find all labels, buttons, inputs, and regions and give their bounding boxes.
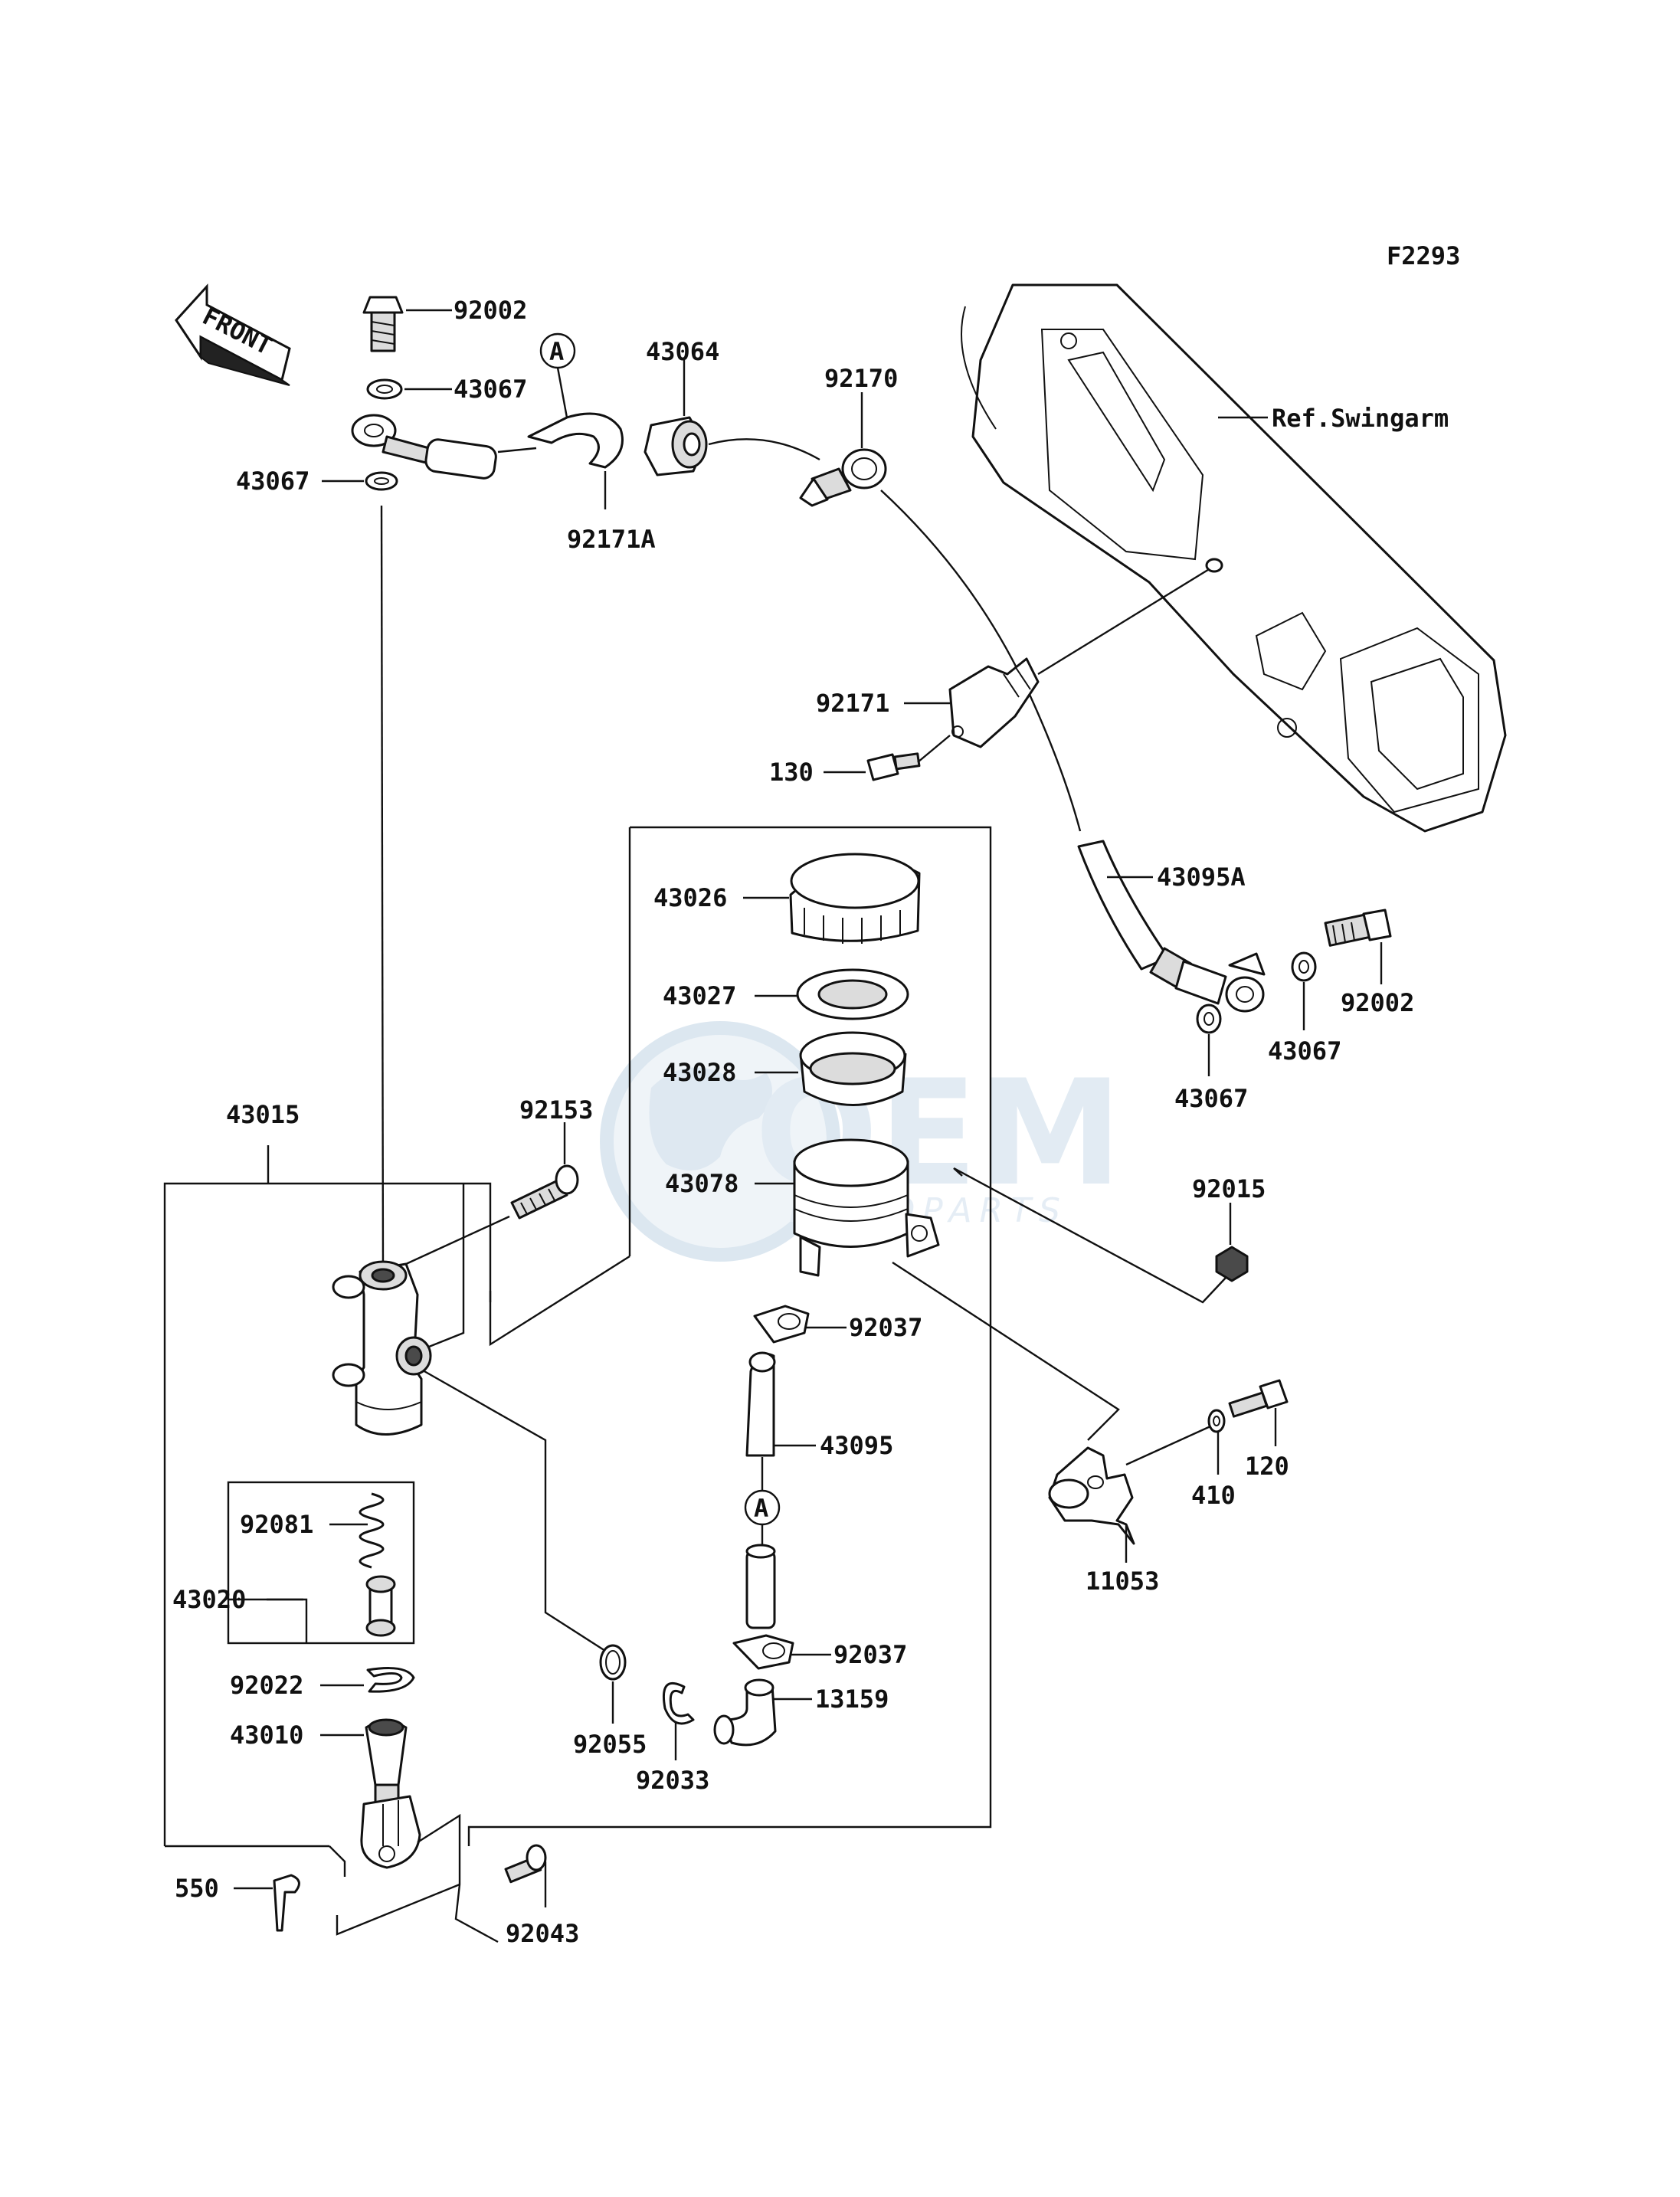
label-92081: 92081	[240, 1510, 313, 1539]
label-43095a: 43095A	[1157, 863, 1246, 892]
washer-43067-top	[366, 378, 403, 400]
banjo-bolt-92002-top	[362, 296, 404, 352]
push-rod-43010	[360, 1718, 421, 1869]
label-43020: 43020	[172, 1585, 246, 1614]
label-43010: 43010	[230, 1721, 303, 1750]
label-92037-bottom: 92037	[833, 1640, 907, 1669]
hose-43095a	[1077, 840, 1266, 1013]
label-43028: 43028	[663, 1058, 736, 1087]
spring-92081	[359, 1492, 385, 1569]
washer-swingarm	[1205, 558, 1223, 573]
hose-43095	[745, 1351, 776, 1457]
washer-43067-left	[365, 471, 398, 491]
bolt-130	[866, 752, 921, 781]
master-cylinder-body	[332, 1260, 432, 1436]
oring-92055	[599, 1644, 627, 1681]
circlip-92033	[662, 1682, 695, 1725]
callout-a-mid-label: A	[754, 1494, 768, 1523]
banjo-fitting-top	[351, 414, 497, 480]
label-92022: 92022	[230, 1671, 303, 1700]
label-92002-right: 92002	[1341, 988, 1414, 1017]
label-43027: 43027	[663, 981, 736, 1010]
cotter-pin-550	[273, 1874, 300, 1932]
piston-43020	[365, 1575, 396, 1637]
label-11053: 11053	[1086, 1567, 1159, 1596]
label-43095: 43095	[820, 1431, 893, 1460]
clamp-92037-top	[753, 1305, 810, 1344]
grommet-43064	[644, 416, 708, 476]
label-120: 120	[1245, 1452, 1289, 1481]
watermark-continents	[649, 1067, 772, 1171]
clamp-92170	[799, 448, 887, 507]
label-43067-top: 43067	[454, 375, 527, 404]
bolt-120	[1228, 1379, 1289, 1418]
bracket-92171	[948, 657, 1040, 748]
front-arrow-icon: FRONT	[175, 283, 291, 386]
diagram-id: F2293	[1387, 241, 1460, 270]
diaphragm-plate-43027	[796, 968, 909, 1020]
washer-43067-right1	[1291, 951, 1317, 982]
label-92055: 92055	[573, 1730, 647, 1759]
circlip-92022	[366, 1667, 415, 1693]
label-43078: 43078	[665, 1169, 738, 1198]
clip-92171a	[527, 412, 624, 469]
label-92033: 92033	[636, 1766, 709, 1795]
label-43026: 43026	[653, 883, 727, 912]
nut-92015	[1215, 1246, 1249, 1282]
washer-43067-right2	[1196, 1004, 1222, 1034]
label-43067-right2: 43067	[1174, 1084, 1248, 1113]
label-43067-right1: 43067	[1268, 1036, 1341, 1066]
label-92171: 92171	[816, 689, 889, 718]
label-92043: 92043	[506, 1919, 579, 1948]
label-92171a: 92171A	[567, 525, 656, 554]
diaphragm-43028	[799, 1031, 907, 1106]
swingarm	[961, 283, 1507, 833]
banjo-bolt-92002-right	[1324, 909, 1392, 947]
piston-kit-box	[227, 1481, 415, 1645]
label-43067-left: 43067	[236, 467, 309, 496]
clamp-92037-bottom	[732, 1634, 794, 1670]
bracket-11053	[1048, 1446, 1135, 1545]
callout-a-top-label: A	[549, 337, 564, 366]
reservoir-group-box	[467, 826, 992, 1846]
label-43064: 43064	[646, 337, 719, 366]
bolt-92153	[510, 1164, 579, 1220]
washer-410	[1207, 1409, 1226, 1433]
ref-swingarm-label: Ref.Swingarm	[1272, 404, 1449, 433]
label-92153: 92153	[519, 1095, 593, 1125]
label-130: 130	[769, 758, 814, 787]
reservoir-43078	[793, 1138, 940, 1277]
clevis-pin-92043	[504, 1844, 547, 1884]
label-550: 550	[175, 1874, 219, 1903]
label-410: 410	[1191, 1481, 1236, 1510]
label-13159: 13159	[815, 1685, 889, 1714]
label-43015: 43015	[226, 1100, 300, 1129]
master-cylinder-group-box	[163, 1182, 492, 1846]
elbow-13159	[713, 1678, 777, 1747]
label-92015: 92015	[1192, 1174, 1266, 1203]
reservoir-cap-43026	[789, 853, 921, 944]
hose-short	[745, 1544, 776, 1629]
label-92037-top: 92037	[849, 1313, 922, 1342]
label-92002-top: 92002	[454, 296, 527, 325]
label-92170: 92170	[824, 364, 898, 393]
